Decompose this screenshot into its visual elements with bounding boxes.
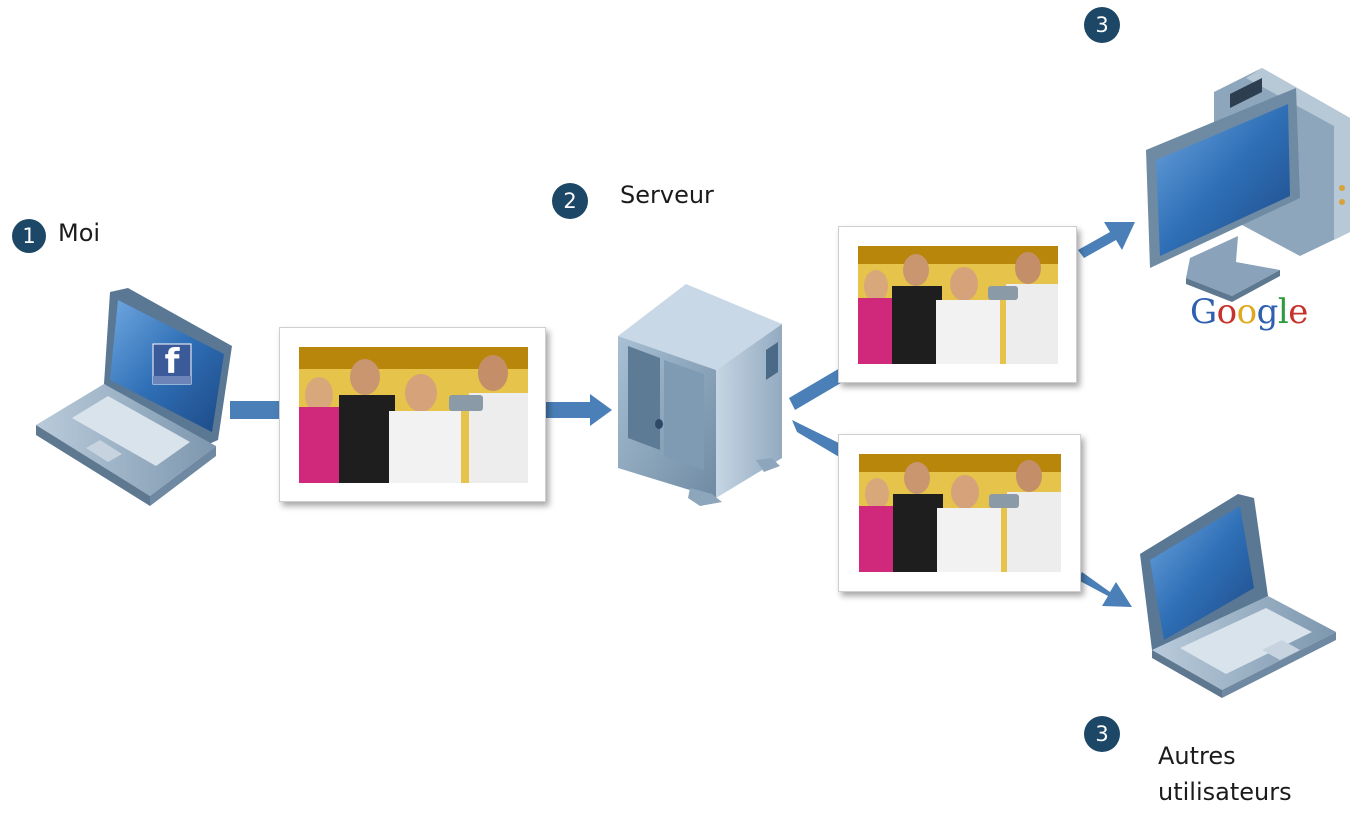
laptop-me-icon [36, 288, 232, 506]
group-photo-image [859, 454, 1061, 572]
step-badge-google: 3 [1084, 7, 1120, 43]
connector-server-to-photo-top [789, 368, 846, 410]
facebook-icon [152, 343, 192, 385]
connector-server-to-photo-bottom [792, 420, 851, 461]
label-server: Serveur [620, 181, 714, 209]
google-logo-letter: e [1288, 292, 1308, 332]
server-icon [618, 284, 782, 506]
arrow-photo-to-other-users [1078, 572, 1132, 607]
google-logo-letter: g [1256, 292, 1279, 332]
photo-card-upload [279, 327, 546, 502]
step-badge-server: 2 [552, 183, 588, 219]
step-badge-other-users: 3 [1084, 716, 1120, 752]
facebook-letter: f [164, 342, 180, 382]
desktop-computer-icon [1146, 68, 1350, 302]
step-badge-me: 1 [12, 219, 46, 253]
arrow-photo-to-server [545, 394, 612, 426]
photo-card-google [838, 226, 1077, 383]
photo-card-other-users [838, 434, 1081, 592]
google-logo-text: Google [1190, 292, 1308, 332]
group-photo-image [858, 246, 1058, 364]
label-other-users-line1: Autres [1158, 742, 1236, 770]
google-logo-letter: o [1236, 292, 1257, 332]
google-logo: Google [1190, 292, 1308, 332]
label-other-users-line2: utilisateurs [1158, 778, 1292, 806]
group-photo-image [299, 347, 528, 483]
laptop-other-users-icon [1140, 494, 1336, 698]
arrow-photo-to-google [1078, 222, 1135, 258]
google-logo-letter: G [1190, 292, 1217, 332]
arrow-laptop-to-photo [230, 401, 284, 419]
google-logo-letter: o [1216, 292, 1237, 332]
label-me: Moi [58, 219, 101, 247]
google-logo-letter: l [1277, 292, 1289, 332]
